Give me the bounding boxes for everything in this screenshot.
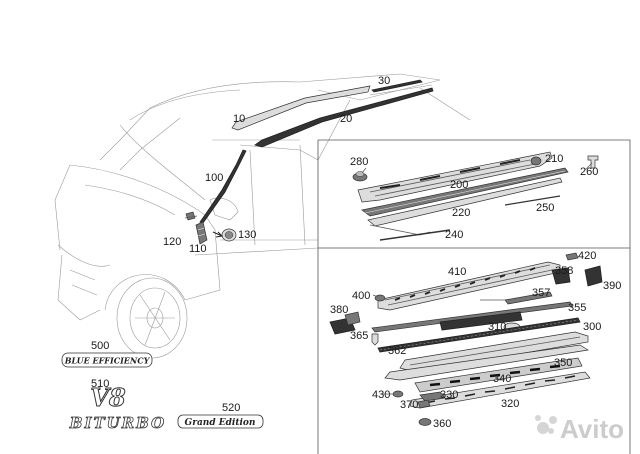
label-355: 355 bbox=[568, 302, 586, 314]
roof-trim-10[interactable] bbox=[231, 85, 371, 131]
label-300: 300 bbox=[583, 321, 601, 333]
side-sill-200[interactable] bbox=[357, 151, 553, 203]
label-100: 100 bbox=[205, 172, 223, 184]
trim-220[interactable] bbox=[361, 167, 569, 217]
running-board-410[interactable] bbox=[377, 261, 561, 311]
board-300[interactable] bbox=[399, 331, 589, 373]
roof-trim-20[interactable] bbox=[254, 87, 434, 148]
label-10: 10 bbox=[233, 113, 245, 125]
label-365: 365 bbox=[350, 330, 368, 342]
badge-510[interactable]: V8 BITURBO bbox=[68, 383, 166, 433]
strip-250[interactable] bbox=[504, 195, 561, 206]
label-357: 357 bbox=[532, 287, 550, 299]
clip-210[interactable] bbox=[530, 156, 542, 166]
end-cap-380[interactable] bbox=[329, 311, 361, 335]
label-410: 410 bbox=[448, 266, 466, 278]
trim-330[interactable] bbox=[419, 391, 446, 402]
label-280: 280 bbox=[350, 156, 368, 168]
label-370: 370 bbox=[400, 399, 418, 411]
label-380: 380 bbox=[330, 304, 348, 316]
bracket-357[interactable] bbox=[480, 291, 553, 305]
badge-500[interactable]: BLUE EFFICIENCY bbox=[61, 352, 153, 368]
label-390: 390 bbox=[603, 280, 621, 292]
label-500: 500 bbox=[91, 340, 109, 352]
strip-362[interactable] bbox=[377, 317, 581, 353]
board-350[interactable] bbox=[384, 344, 589, 381]
rail-355[interactable] bbox=[371, 301, 573, 333]
step-pad-340[interactable] bbox=[414, 357, 583, 393]
cap-420[interactable] bbox=[565, 252, 579, 261]
label-510: 510 bbox=[91, 378, 109, 390]
roof-trim-30[interactable] bbox=[371, 79, 423, 93]
end-cap-358[interactable] bbox=[551, 267, 571, 285]
clip-360[interactable] bbox=[418, 418, 432, 426]
label-210: 210 bbox=[545, 153, 563, 165]
grommet-130[interactable] bbox=[221, 228, 237, 242]
label-358: 358 bbox=[555, 265, 573, 277]
label-400: 400 bbox=[352, 290, 370, 302]
badge-blue-efficiency-text: BLUE EFFICIENCY bbox=[64, 356, 151, 366]
badge-520[interactable]: Grand Edition bbox=[177, 414, 264, 429]
label-220: 220 bbox=[452, 207, 470, 219]
badge-biturbo-text: BITURBO bbox=[69, 414, 166, 432]
screw-260[interactable] bbox=[587, 155, 599, 169]
label-30: 30 bbox=[378, 75, 390, 87]
board-320[interactable] bbox=[409, 371, 591, 409]
label-120: 120 bbox=[163, 236, 181, 248]
label-20: 20 bbox=[340, 113, 352, 125]
label-520: 520 bbox=[222, 402, 240, 414]
badge-grand-edition-text: Grand Edition bbox=[185, 418, 256, 428]
badge-v8-text: V8 bbox=[90, 383, 126, 412]
clip-280[interactable] bbox=[352, 171, 368, 182]
clip-110[interactable] bbox=[195, 221, 208, 245]
clip-430[interactable] bbox=[392, 390, 404, 398]
panel-frame bbox=[317, 139, 631, 454]
a-pillar-trim-100[interactable] bbox=[199, 149, 247, 224]
bolt-365[interactable] bbox=[371, 333, 379, 346]
label-200: 200 bbox=[450, 179, 468, 191]
label-362: 362 bbox=[388, 345, 406, 357]
clip-370[interactable] bbox=[417, 399, 431, 409]
label-260: 260 bbox=[580, 166, 598, 178]
label-430: 430 bbox=[372, 389, 390, 401]
label-340: 340 bbox=[493, 373, 511, 385]
clip-400[interactable] bbox=[374, 294, 386, 302]
label-130: 130 bbox=[238, 229, 256, 241]
watermark-text: Avito bbox=[560, 414, 624, 444]
label-250: 250 bbox=[536, 202, 554, 214]
clip-120[interactable] bbox=[184, 211, 198, 221]
label-320: 320 bbox=[501, 398, 519, 410]
end-cap-390[interactable] bbox=[584, 265, 603, 287]
label-330: 330 bbox=[440, 389, 458, 401]
label-310: 310 bbox=[488, 321, 506, 333]
strip-240b[interactable] bbox=[379, 229, 451, 241]
part-labels: 30 10 20 100 120 110 130 280 210 260 200… bbox=[91, 75, 621, 430]
label-110: 110 bbox=[189, 243, 207, 255]
leader-lines bbox=[361, 162, 593, 395]
avito-watermark: Avito bbox=[535, 414, 624, 444]
label-240: 240 bbox=[445, 229, 463, 241]
label-420: 420 bbox=[578, 250, 596, 262]
label-350: 350 bbox=[554, 357, 572, 369]
label-360: 360 bbox=[433, 418, 451, 430]
